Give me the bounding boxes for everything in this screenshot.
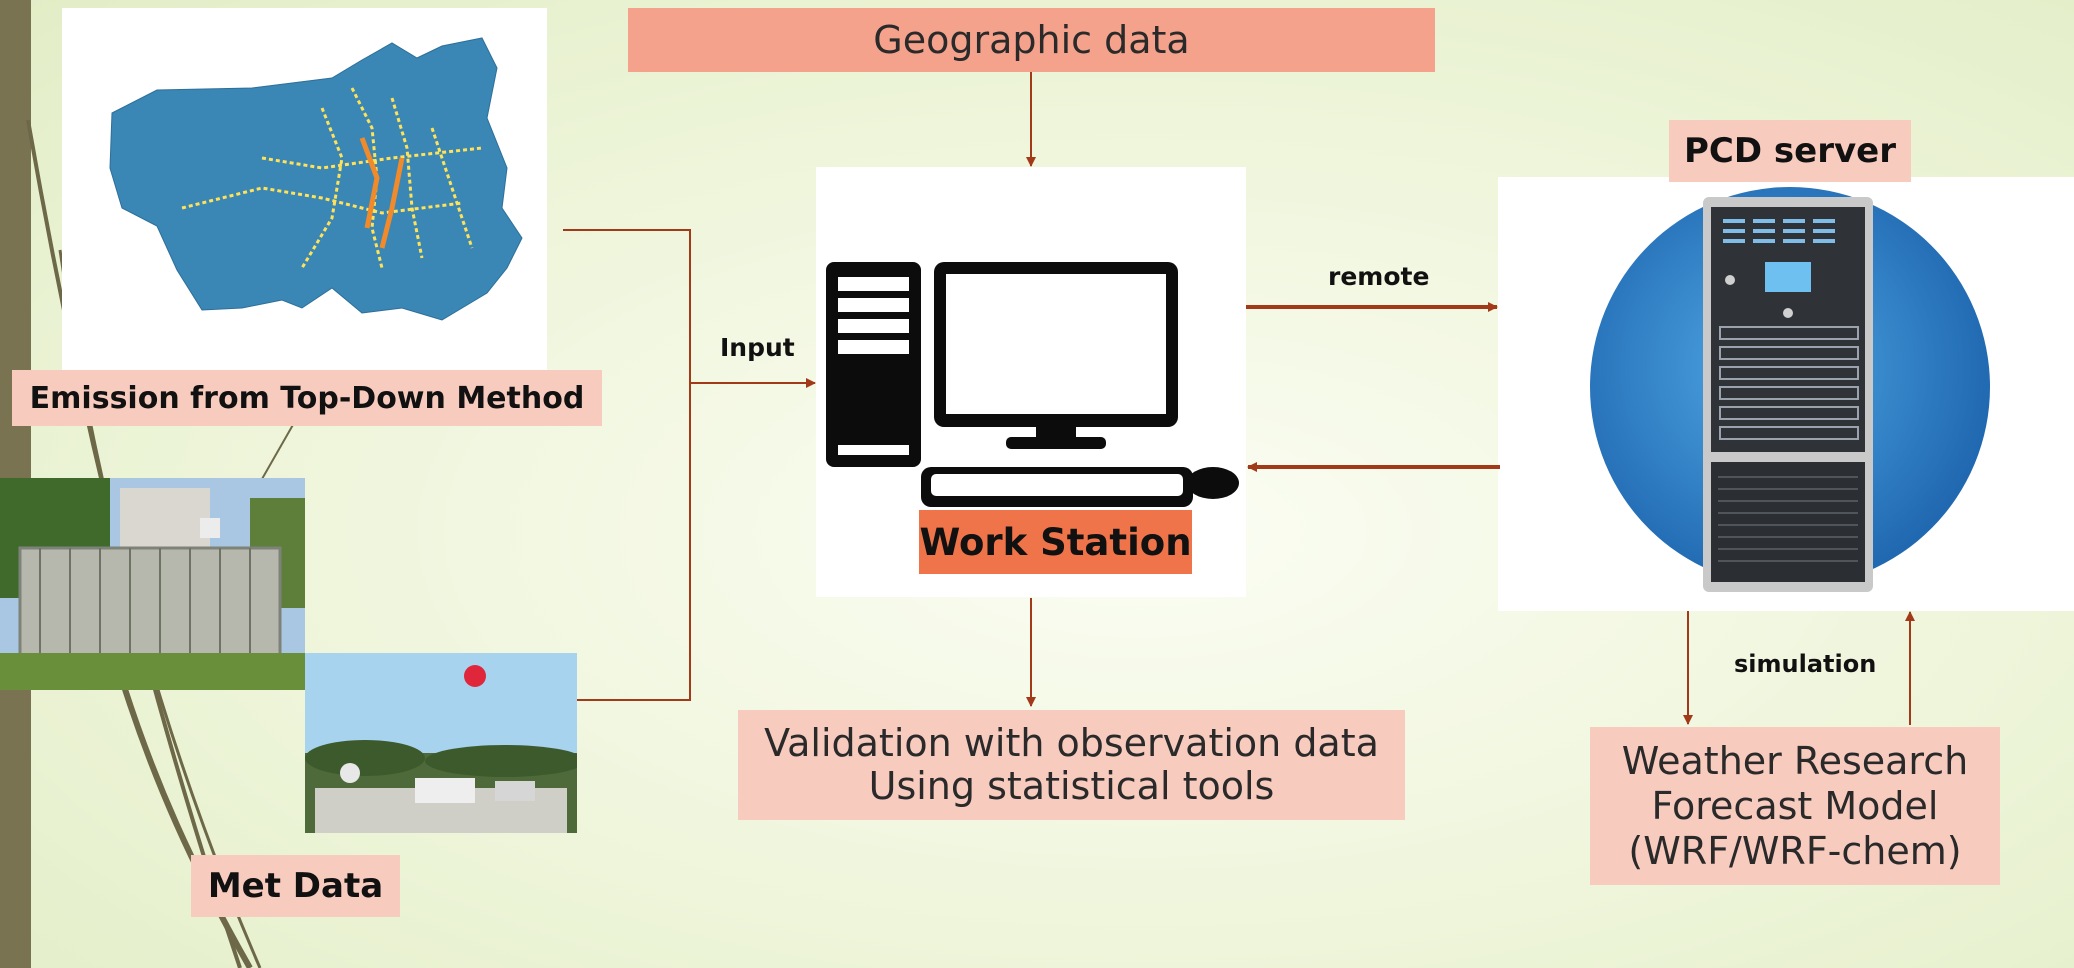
validation-line1: Validation with observation data bbox=[764, 721, 1379, 765]
workstation-label-box: Work Station bbox=[919, 510, 1192, 574]
met-label-box: Met Data bbox=[191, 855, 400, 917]
emission-label: Emission from Top-Down Method bbox=[29, 380, 585, 416]
geographic-data-box: Geographic data bbox=[628, 8, 1435, 72]
map-panel bbox=[62, 8, 547, 370]
simulation-label: simulation bbox=[1734, 650, 1877, 678]
wrf-line2: Forecast Model bbox=[1651, 783, 1939, 828]
server-label: PCD server bbox=[1684, 131, 1896, 171]
balloon-photo bbox=[305, 653, 577, 833]
server-label-box: PCD server bbox=[1669, 120, 1911, 182]
input-label: Input bbox=[720, 333, 795, 362]
weather-station-photo bbox=[0, 478, 305, 690]
validation-line2: Using statistical tools bbox=[868, 764, 1275, 808]
remote-label: remote bbox=[1328, 262, 1430, 291]
server-icon bbox=[1590, 187, 1990, 592]
server-panel bbox=[1498, 177, 2074, 611]
geographic-label: Geographic data bbox=[873, 18, 1190, 62]
wrf-line3: (WRF/WRF-chem) bbox=[1628, 828, 1962, 873]
met-label: Met Data bbox=[207, 866, 384, 906]
validation-box: Validation with observation data Using s… bbox=[738, 710, 1405, 820]
map-image bbox=[109, 37, 523, 321]
workstation-label: Work Station bbox=[919, 520, 1192, 564]
computer-icon bbox=[826, 262, 1239, 507]
wrf-box: Weather Research Forecast Model (WRF/WRF… bbox=[1590, 727, 2000, 885]
wrf-line1: Weather Research bbox=[1621, 738, 1969, 783]
emission-label-box: Emission from Top-Down Method bbox=[12, 370, 602, 426]
